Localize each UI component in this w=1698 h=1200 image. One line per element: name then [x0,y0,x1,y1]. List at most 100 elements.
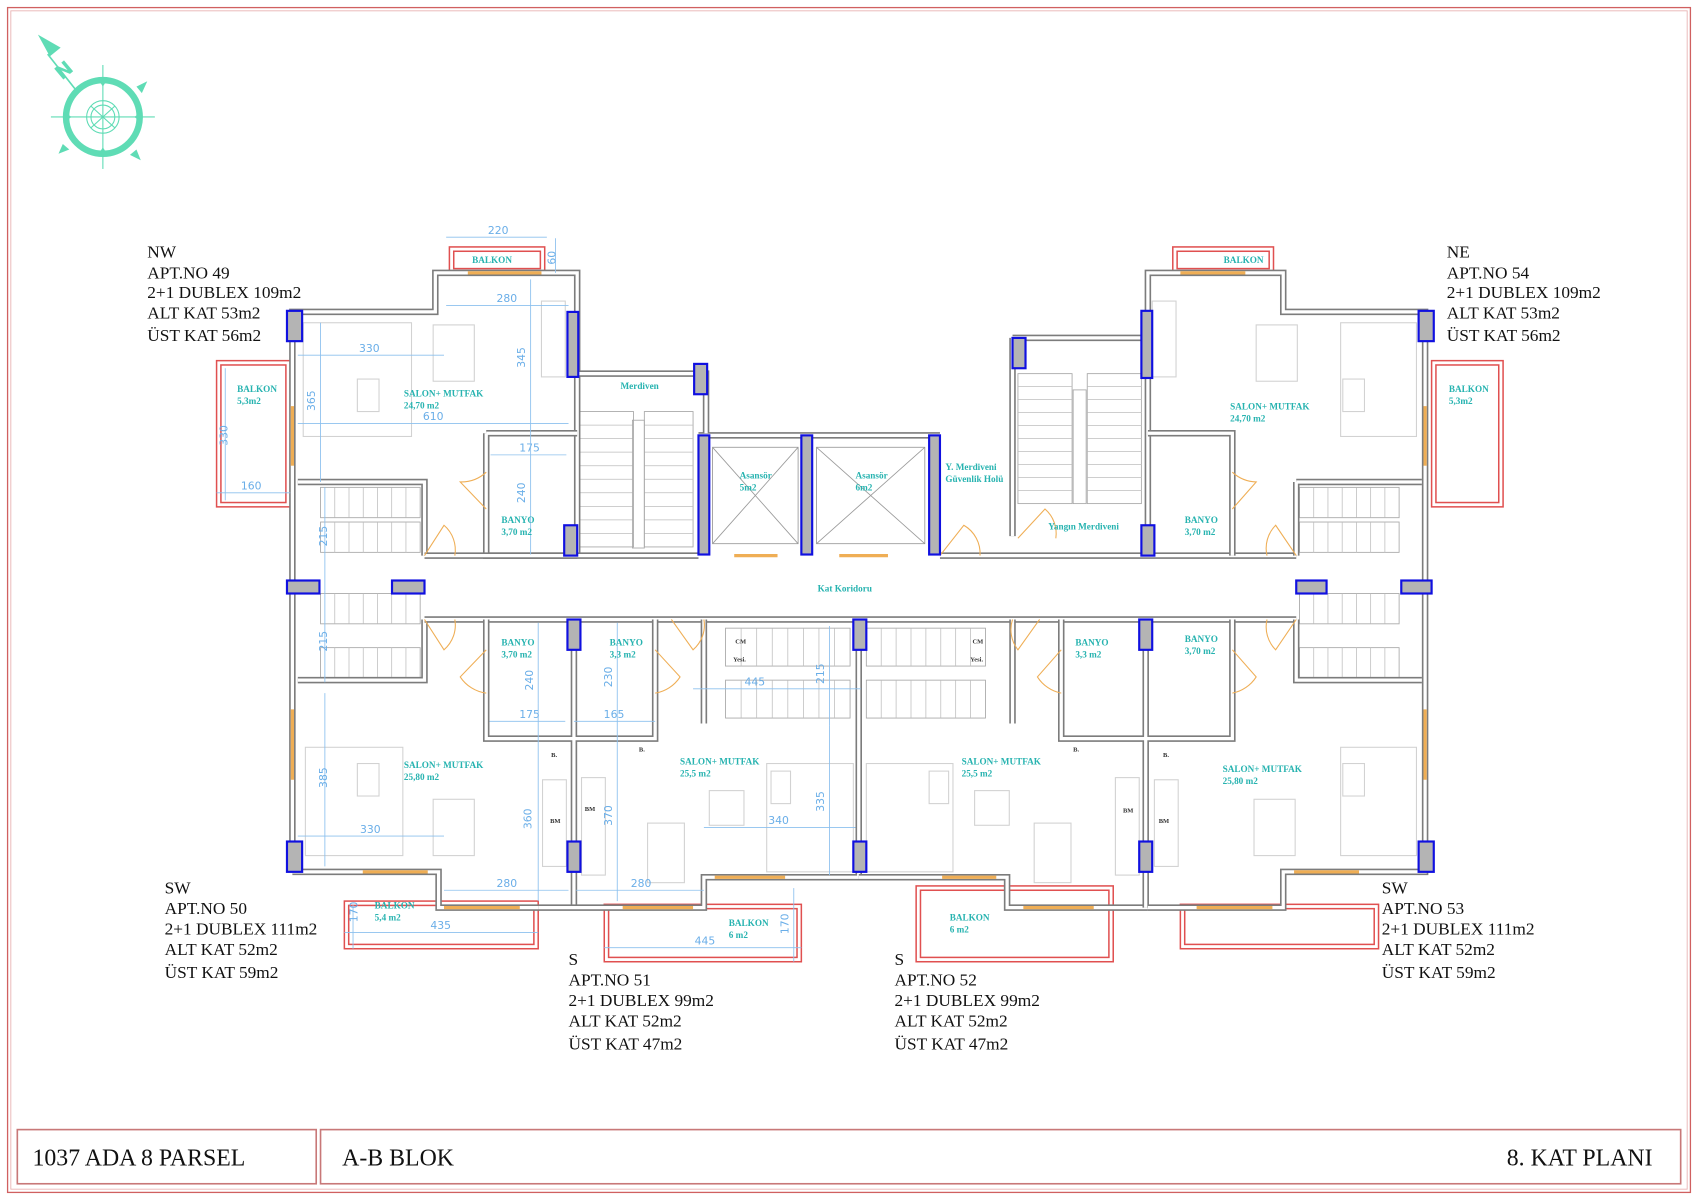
apartment-number: APT.NO 50 [165,899,247,918]
coffee-table [770,770,792,805]
apartment-type: 2+1 DUBLEX 109m2 [147,283,301,302]
dining-table [1255,324,1298,382]
dimension-label: 340 [768,814,789,827]
dimension-label: 215 [317,631,330,652]
sheet-border-inner [10,10,1688,1190]
door-swing [424,524,456,556]
dimension-label: 445 [744,676,765,689]
wall [289,269,581,872]
balcony-outline [915,885,1114,963]
room-area: 3,3 m2 [610,649,636,659]
apartment-label-s-51: S APT.NO 51 2+1 DUBLEX 99m2 ALT KAT 52m2… [569,950,714,1053]
room-area: 5,3m2 [237,396,261,406]
fixture-label: Yesi. [733,657,746,664]
dimension-label: 335 [814,791,827,812]
apartment-number: APT.NO 51 [569,971,651,990]
structural-column [928,434,942,556]
fixture-label: BM [1159,818,1169,825]
balcony-outline [603,903,803,963]
structural-column [285,840,304,873]
room-area: 3,70 m2 [1185,527,1216,537]
fixture-label: B. [551,752,557,759]
dimension-label: 240 [523,670,536,691]
dining-table [647,822,685,884]
room-area: 5,4 m2 [375,913,401,923]
wall [290,271,579,872]
room-area: 3,70 m2 [1185,646,1216,656]
dining-table [1253,798,1296,857]
door-swing [1036,649,1062,694]
apartment-upper-floor: ÜST KAT 59m2 [1382,963,1496,982]
structural-column [852,618,868,651]
apartment-number: APT.NO 54 [1447,263,1530,282]
compass-north-label: N [50,56,77,84]
apartment-lower-floor: ALT KAT 52m2 [894,1012,1007,1031]
dimension-label: 175 [519,442,540,455]
apartment-label-sw-53: SW APT.NO 53 2+1 DUBLEX 111m2 ALT KAT 52… [1382,879,1535,982]
fixture-label: B. [1073,747,1079,754]
plan-title: 8. KAT PLANI [1507,1145,1653,1171]
apartment-number: APT.NO 49 [147,263,229,282]
wall [1009,334,1148,537]
room-area: 25,5 m2 [680,769,711,779]
room-area: Güvenlik Holü [945,474,1003,484]
armchair [708,790,745,826]
stair-outline [320,521,421,553]
room-area: 6 m2 [729,930,749,940]
balcony-outline [919,889,1110,959]
balcony-outline [220,364,287,504]
sofa [1340,322,1417,438]
balcony-outline [607,907,798,959]
room-area: 3,3 m2 [1075,649,1101,659]
dimension-label: 445 [695,934,716,947]
sofa [865,762,954,873]
coffee-table [356,378,380,413]
apartment-lower-floor: ALT KAT 53m2 [147,303,260,322]
wall [858,874,1148,911]
balcony-outline [1435,364,1500,504]
room-name: BANYO [610,637,643,647]
room-name: SALON+ MUTFAK [404,760,484,770]
room-name: BANYO [501,515,534,525]
kitchen-counter [580,777,606,876]
dimension-label: 345 [515,347,528,368]
sofa [302,322,413,438]
room-name: BALKON [729,918,769,928]
door-swing [459,649,487,694]
wall [1147,429,1236,556]
room-name: Asansör [740,471,772,481]
stair-handrail [1072,389,1087,505]
room-name: Kat Koridoru [818,583,872,593]
door-swing [670,619,705,651]
structural-column [563,524,579,557]
apartment-upper-floor: ÜST KAT 56m2 [147,326,261,345]
apartment-number: APT.NO 52 [894,971,976,990]
wall [702,619,1015,724]
dining-table [1033,822,1072,884]
apartment-orientation: NE [1447,243,1470,262]
door-swing [1017,508,1057,539]
room-name: BALKON [1224,255,1264,265]
room-area: 3,70 m2 [501,527,532,537]
dimension-label: 160 [241,480,262,493]
room-name: BANYO [1185,634,1218,644]
room-name: SALON+ MUTFAK [404,388,484,398]
structural-column [1417,309,1435,343]
dimension-label: 330 [360,823,381,836]
kitchen-counter [1151,300,1177,378]
apartment-type: 2+1 DUBLEX 111m2 [1382,920,1535,939]
apartment-orientation: NW [147,243,177,262]
kitchen-counter [540,300,566,378]
room-name: Merdiven [621,381,659,391]
door-swing [654,649,681,694]
dimension-label: 280 [496,292,517,305]
dimension-label: 175 [519,708,540,721]
door-swing [424,619,456,651]
door-swing [1265,524,1297,556]
dimension-label: 610 [423,410,444,423]
room-name: BALKON [950,913,990,923]
dimension-label: 435 [430,919,451,932]
dimension-label: 170 [347,901,360,922]
